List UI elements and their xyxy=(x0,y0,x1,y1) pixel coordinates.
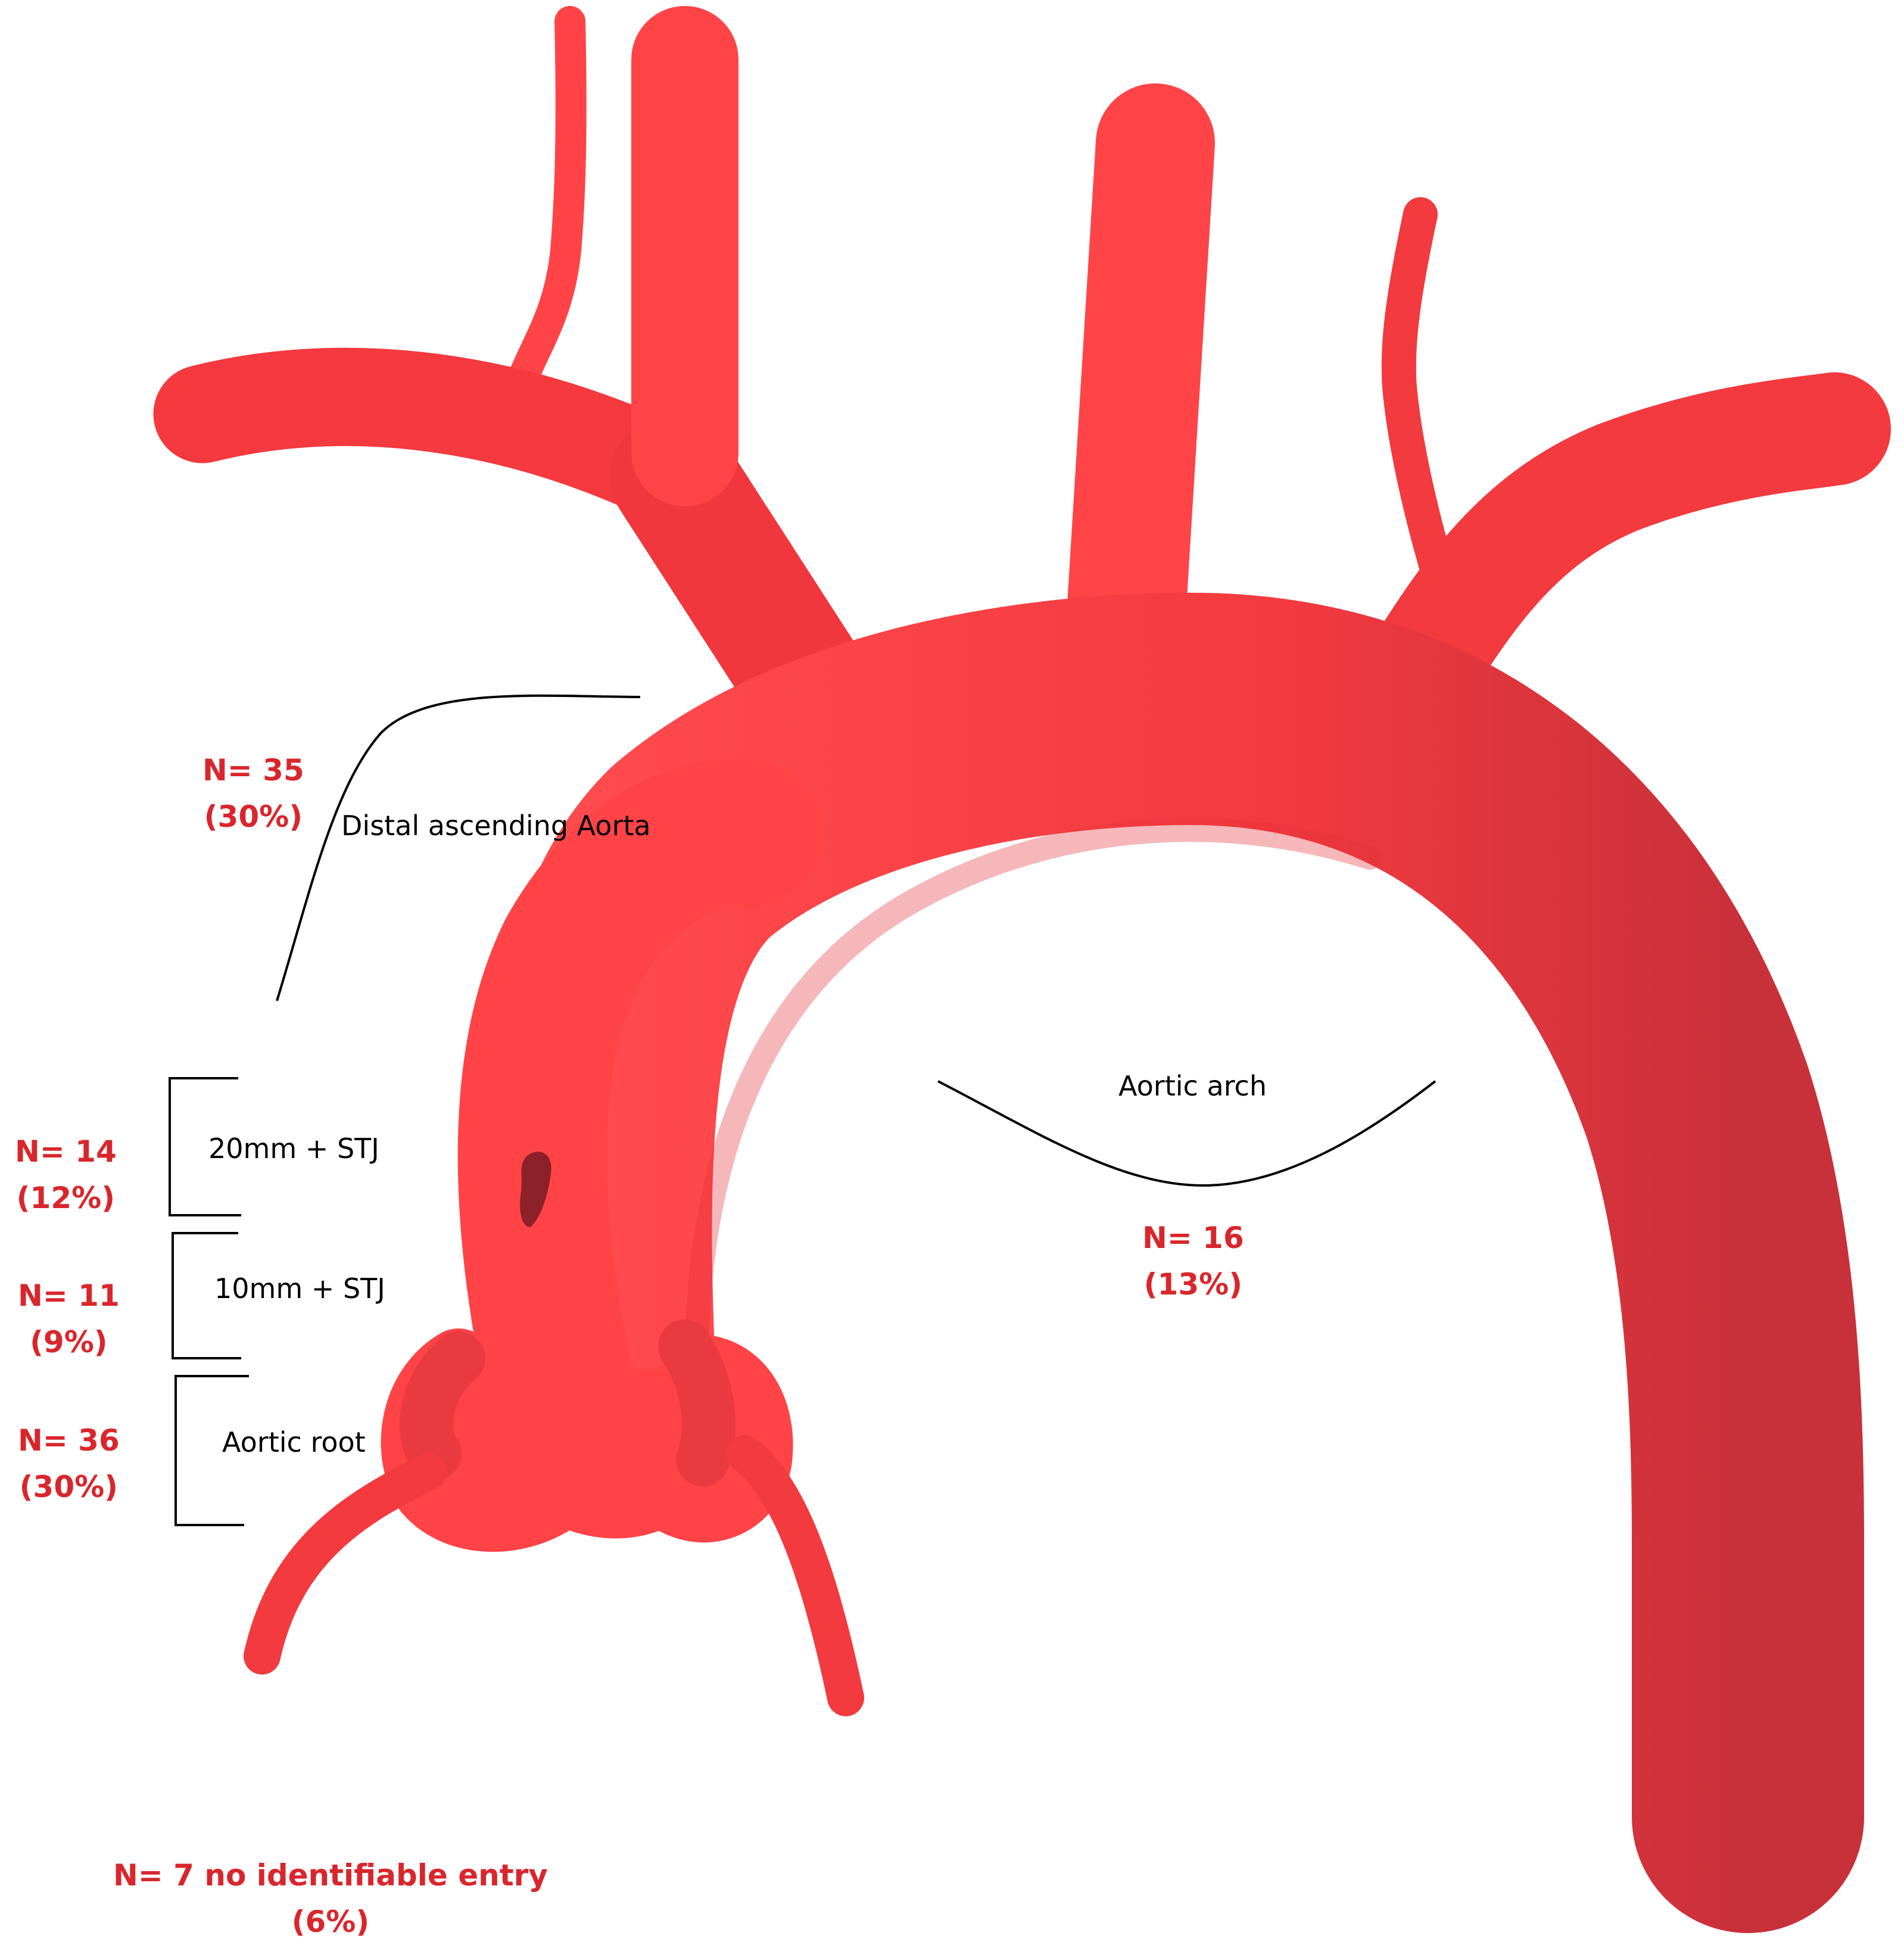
left-upper-small-vessel xyxy=(524,21,571,375)
stj-20-label: 20mm + STJ xyxy=(208,1135,379,1162)
root-left-ostium-loop xyxy=(426,1358,459,1454)
aortic-root-percent: (30%) xyxy=(18,1464,120,1511)
aorta-model xyxy=(202,21,1834,1835)
distal-ascending-label: Distal ascending Aorta xyxy=(341,812,651,839)
aortic-arch-count: N= 16 xyxy=(1142,1215,1244,1262)
no-entry-count: N= 7 no identifiable entry xyxy=(113,1853,548,1899)
aortic-root-label: Aortic root xyxy=(222,1429,366,1456)
aortic-arch-percent: (13%) xyxy=(1142,1262,1244,1308)
aortic-root-stat: N= 36 (30%) xyxy=(18,1418,120,1510)
stj-10-count: N= 11 xyxy=(18,1273,120,1320)
aortic-arch-stat: N= 16 (13%) xyxy=(1142,1215,1244,1308)
distal-ascending-percent: (30%) xyxy=(202,794,304,841)
stj-20-count: N= 14 xyxy=(15,1129,117,1175)
aortic-arch-label: Aortic arch xyxy=(1118,1072,1267,1100)
distal-ascending-count: N= 35 xyxy=(202,748,304,794)
stj-20-percent: (12%) xyxy=(15,1175,117,1222)
stj-10-label: 10mm + STJ xyxy=(214,1275,385,1302)
aortic-root xyxy=(417,1346,758,1516)
distal-ascending-stat: N= 35 (30%) xyxy=(202,748,304,840)
stj-10-stat: N= 11 (9%) xyxy=(18,1273,120,1365)
no-entry-percent: (6%) xyxy=(113,1899,548,1945)
right-coronary-artery xyxy=(744,1454,846,1698)
stj-10-percent: (9%) xyxy=(18,1320,120,1366)
stj-20-stat: N= 14 (12%) xyxy=(15,1129,117,1221)
right-subclavian-branch xyxy=(202,397,661,471)
root-right-ostium-loop xyxy=(685,1346,709,1459)
no-entry-stat: N= 7 no identifiable entry (6%) xyxy=(113,1853,548,1945)
aortic-root-count: N= 36 xyxy=(18,1418,120,1464)
left-coronary-artery xyxy=(262,1471,429,1656)
